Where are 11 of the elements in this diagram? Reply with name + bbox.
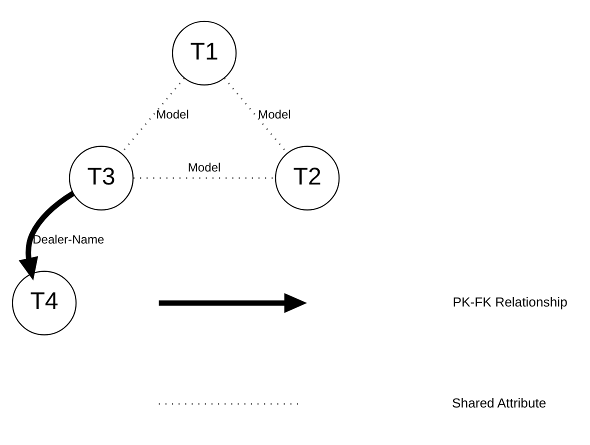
edge-label: Model <box>188 160 221 174</box>
node-circle: T2 <box>275 146 340 210</box>
node-circle: T1 <box>172 20 237 86</box>
node-circle: T3 <box>68 146 134 210</box>
edge-label: Model <box>258 108 291 122</box>
legend-label: PK-FK Relationship <box>452 294 568 310</box>
node-circle: T4 <box>12 270 77 336</box>
edge-label: Model <box>156 108 189 122</box>
arrow <box>18 191 75 280</box>
legend-label: Shared Attribute <box>452 395 546 410</box>
edge-label: Dealer-Name <box>32 232 104 247</box>
